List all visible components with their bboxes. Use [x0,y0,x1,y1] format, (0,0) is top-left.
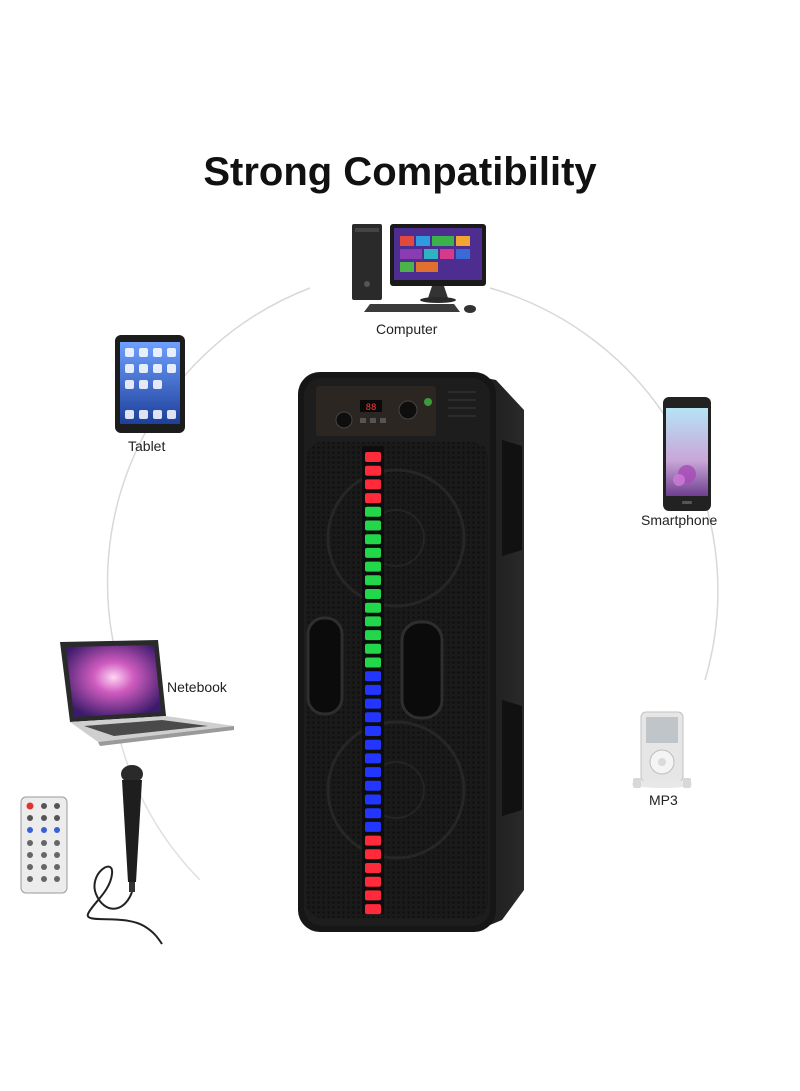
led-segment [365,657,381,668]
smartphone-label: Smartphone [641,512,718,528]
smartphone-icon [663,397,711,511]
led-segment [365,684,381,695]
led-segment [365,780,381,791]
led-segment [365,602,381,613]
led-segment [365,890,381,901]
tablet-label: Tablet [128,438,166,454]
mp3-label: MP3 [649,792,678,808]
led-segment [365,726,381,736]
mp3-player-icon [632,711,692,788]
led-segment [365,520,381,531]
led-segment [365,753,381,764]
led-segment [365,630,381,641]
led-segment [365,493,381,504]
led-segment [365,808,381,819]
page-title: Strong Compatibility [203,150,597,194]
led-segment [365,616,381,627]
led-segment [365,534,381,545]
led-segment [365,589,381,599]
led-segment [365,506,381,517]
led-segment [365,863,381,873]
speaker-image: 88 [298,372,524,932]
led-segment [365,452,381,462]
led-segment [365,671,381,682]
led-segment [365,794,381,805]
led-segment [365,547,381,558]
led-segment [365,767,381,778]
led-segment [365,698,381,709]
microphone-icon [86,765,163,945]
led-segment [365,712,381,723]
led-segment [365,739,381,750]
tablet-icon [115,335,185,433]
led-segment [365,849,381,860]
netbook-label: Netebook [167,679,227,695]
led-light-strip [365,452,381,915]
computer-icon [352,224,486,313]
led-segment [365,465,381,476]
speaker-led-display: 88 [366,403,377,413]
remote-control-icon [20,796,68,894]
led-segment [365,835,381,846]
led-segment [365,643,381,654]
led-segment [365,561,381,572]
led-segment [365,876,381,887]
led-segment [365,821,381,832]
laptop-icon [60,640,234,746]
led-segment [365,575,381,586]
led-segment [365,479,381,490]
led-segment [365,904,381,915]
computer-label: Computer [376,321,438,337]
